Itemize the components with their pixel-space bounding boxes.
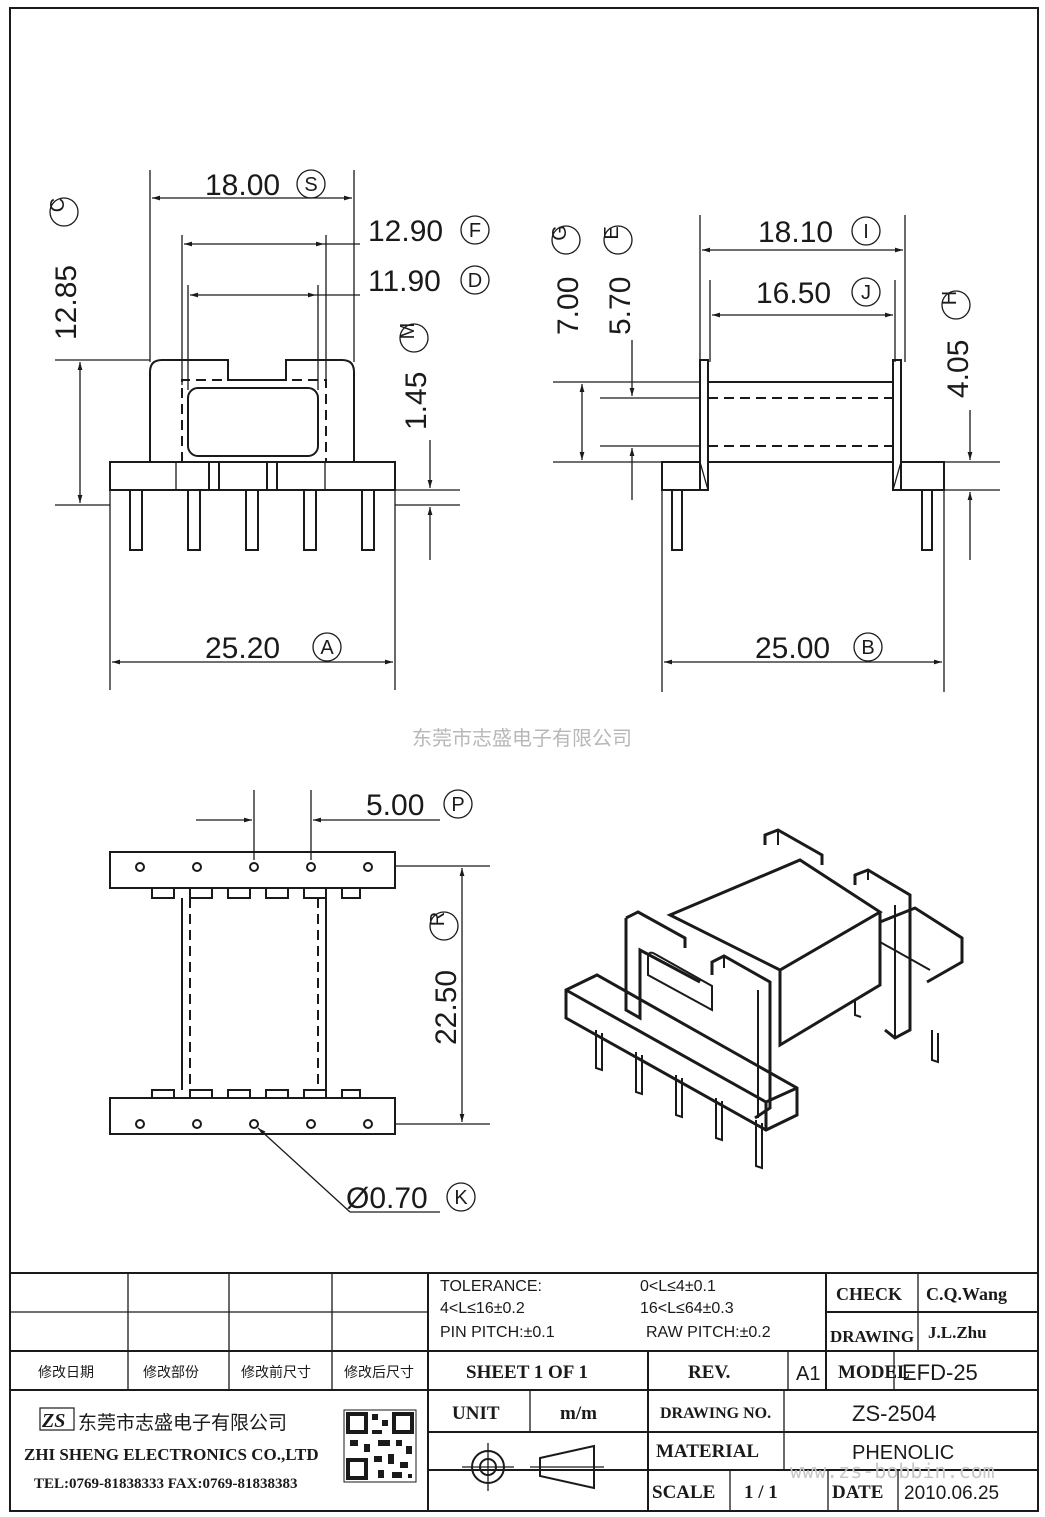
dim-a-letter: A (320, 637, 334, 659)
dim-c-letter: C (47, 198, 69, 212)
check-value: C.Q.Wang (926, 1284, 1007, 1304)
tolerance-range-2: 4<L≤16±0.2 (440, 1300, 525, 1317)
rev-header-date: 修改日期 (38, 1364, 94, 1380)
date-label: DATE (832, 1482, 883, 1503)
dim-s-value: 18.00 (205, 169, 280, 202)
company-logo-text: ZS (41, 1410, 65, 1432)
dim-m-value: 1.45 (400, 372, 433, 430)
dim-k-letter: K (454, 1187, 468, 1209)
scale-value: 1 / 1 (744, 1482, 778, 1503)
watermark: 东莞市志盛电子有限公司 (412, 726, 632, 750)
rev-header-part: 修改部份 (143, 1364, 199, 1380)
sheet-border (9, 7, 1039, 1512)
dim-s-letter: S (304, 174, 317, 196)
sheet-count: SHEET 1 OF 1 (466, 1362, 588, 1383)
dim-h-value: 4.05 (942, 340, 975, 398)
unit-value: m/m (560, 1403, 597, 1424)
dim-p-value: 5.00 (366, 789, 424, 822)
dim-g-value: 7.00 (552, 277, 585, 335)
dim-r-letter: R (427, 912, 449, 926)
drawing-no-label: DRAWING NO. (660, 1405, 771, 1422)
tolerance-label: TOLERANCE: (440, 1278, 542, 1295)
company-name-cn: 东莞市志盛电子有限公司 (78, 1412, 287, 1434)
dim-h-letter: H (939, 291, 961, 305)
website-watermark: www.zs-bobbin.com (790, 1459, 995, 1483)
material-label: MATERIAL (656, 1441, 759, 1462)
dim-e-letter: E (601, 226, 623, 239)
dim-m-letter: M (397, 323, 419, 340)
company-name-en: ZHI SHENG ELECTRONICS CO.,LTD (24, 1445, 319, 1464)
raw-pitch: RAW PITCH:±0.2 (646, 1324, 771, 1341)
dim-b-letter: B (861, 637, 874, 659)
dim-p-letter: P (451, 794, 464, 816)
scale-label: SCALE (652, 1482, 715, 1503)
dim-c-value: 12.85 (50, 265, 83, 340)
dim-a-value: 25.20 (205, 632, 280, 665)
side-view (553, 215, 1000, 692)
rev-header-after: 修改后尺寸 (344, 1364, 414, 1380)
model-label: MODEL (838, 1362, 910, 1383)
rev-value: A1 (796, 1363, 820, 1385)
company-contact: TEL:0769-81838333 FAX:0769-81838383 (34, 1476, 297, 1492)
material-value: PHENOLIC (852, 1442, 954, 1464)
pin-pitch: PIN PITCH:±0.1 (440, 1324, 555, 1341)
projection-symbol-icon (462, 1443, 604, 1491)
rev-label: REV. (688, 1362, 730, 1383)
tolerance-range-1: 0<L≤4±0.1 (640, 1278, 716, 1295)
check-label: CHECK (836, 1284, 902, 1304)
dim-e-value: 5.70 (604, 277, 637, 335)
dim-d-value: 11.90 (368, 265, 441, 298)
dim-i-letter: I (863, 221, 869, 243)
rev-header-before: 修改前尺寸 (241, 1364, 311, 1380)
isometric-view (564, 828, 964, 1170)
dim-f-value: 12.90 (368, 215, 443, 248)
drawing-value: J.L.Zhu (928, 1323, 987, 1342)
dim-f-letter: F (469, 220, 481, 242)
tolerance-range-3: 16<L≤64±0.3 (640, 1300, 734, 1317)
dim-k-value: Ø0.70 (346, 1182, 428, 1215)
dimension-labels: 18.00 S 12.90 F 11.90 D 12.85 C 1.45 M 2… (47, 169, 975, 1215)
unit-label: UNIT (452, 1403, 500, 1424)
date-value: 2010.06.25 (904, 1483, 999, 1504)
dim-d-letter: D (468, 270, 482, 292)
drawing-no-value: ZS-2504 (852, 1401, 936, 1426)
dim-g-letter: G (549, 225, 571, 241)
dim-r-value: 22.50 (430, 970, 463, 1045)
drawing-label: DRAWING (830, 1327, 914, 1346)
dim-j-letter: J (861, 282, 871, 304)
bottom-view (109, 790, 490, 1213)
company-logo-icon: ZS (39, 1407, 75, 1432)
front-view (55, 170, 460, 690)
dim-j-value: 16.50 (756, 277, 831, 310)
qr-code-icon (343, 1409, 417, 1483)
model-value: EFD-25 (902, 1360, 978, 1385)
dim-b-value: 25.00 (755, 632, 830, 665)
dim-i-value: 18.10 (758, 216, 833, 249)
title-block: 修改日期 修改部份 修改前尺寸 修改后尺寸 TOLERANCE: 0<L≤4±0… (10, 1272, 1038, 1511)
